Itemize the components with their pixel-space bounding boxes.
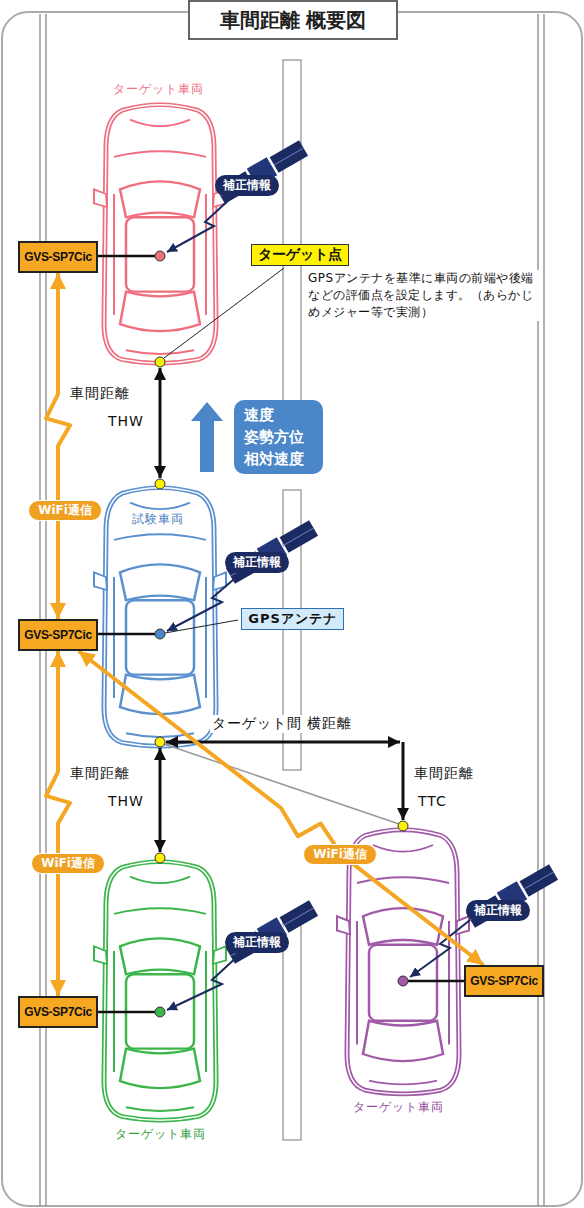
label-text: ターゲット間 横距離	[212, 715, 352, 731]
label-text: THW	[108, 793, 144, 809]
node-text: 補正情報	[233, 934, 281, 951]
node-text: GVS-SP7Cic	[24, 250, 92, 264]
label-text: 車間距離	[70, 765, 130, 781]
correction-badge: 補正情報	[225, 932, 289, 953]
label-text: ターゲット車両	[353, 1100, 444, 1114]
gps-antenna-dot	[398, 976, 408, 986]
correction-signal	[167, 954, 240, 1010]
label-text: THW	[108, 413, 144, 429]
node-text: ターゲット点	[258, 246, 342, 264]
label-text: GPSアンテナを基準に車両の前端や後端などの評価点を設定します。（あらかじめメジ…	[308, 271, 534, 319]
wifi-badge: WiFi通信	[31, 853, 105, 874]
distance-arrow	[159, 368, 162, 478]
target-car-red	[94, 105, 226, 364]
label-text: TTC	[418, 793, 447, 809]
road-frame	[2, 12, 582, 1206]
wifi-badge: WiFi通信	[303, 844, 377, 865]
distance-label: ターゲット間 横距離	[210, 715, 354, 733]
target-point-dot	[155, 737, 165, 747]
direction-arrow	[191, 402, 223, 472]
correction-badge: 補正情報	[466, 900, 530, 921]
distance-arrow	[159, 748, 162, 852]
label-text: 車間距離	[70, 385, 130, 401]
wifi-badge: WiFi通信	[28, 500, 102, 521]
antenna-cable	[96, 256, 466, 1012]
node-text: 補正情報	[223, 177, 271, 194]
correction-badge: 補正情報	[215, 175, 279, 196]
correction-signal	[167, 574, 240, 631]
note-text: GPSアンテナを基準に車両の前端や後端などの評価点を設定します。（あらかじめメジ…	[306, 270, 542, 321]
antenna-box: GPSアンテナ	[241, 608, 344, 630]
car-label: ターゲット車両	[111, 81, 206, 98]
leader-line	[164, 268, 284, 358]
node-text: GVS-SP7Cic	[470, 974, 538, 988]
gps-antenna-dot	[155, 251, 165, 261]
logger-box: GVS-SP7Cic	[18, 241, 98, 273]
node-text: 速度 姿勢方位 相対速度	[244, 404, 313, 470]
wifi-link	[46, 651, 70, 996]
target-point-dot	[155, 853, 165, 863]
distance-label: 車間距離	[68, 765, 132, 783]
center-marker	[283, 918, 301, 1140]
wifi-link	[79, 651, 484, 965]
title-box: 車間距離 概要図	[188, 0, 398, 40]
car-label: ターゲット車両	[351, 1099, 446, 1116]
test-car-blue	[94, 488, 226, 747]
satellite	[215, 138, 309, 205]
correction-signal	[167, 197, 232, 252]
logger-box: GVS-SP7Cic	[464, 965, 544, 997]
wifi-link	[46, 273, 70, 619]
target-point-dot	[155, 479, 165, 489]
label-text: ターゲット車両	[115, 1127, 206, 1141]
node-text: WiFi通信	[38, 502, 92, 519]
gps-antenna-dot	[155, 1007, 165, 1017]
distance-label: THW	[106, 413, 146, 429]
target-point-box: ターゲット点	[251, 244, 349, 266]
leader-line	[165, 620, 238, 633]
distance-label: THW	[106, 793, 146, 809]
node-text: GVS-SP7Cic	[24, 1005, 92, 1019]
measure-box: 速度 姿勢方位 相対速度	[234, 400, 323, 474]
distance-label: TTC	[416, 793, 449, 809]
title-text: 車間距離 概要図	[220, 7, 367, 34]
node-text: 補正情報	[474, 902, 522, 919]
target-point-dot	[155, 357, 165, 367]
car-label: 試験車両	[130, 511, 186, 528]
node-text: GVS-SP7Cic	[24, 628, 92, 642]
lane-line	[40, 14, 544, 1206]
distance-label: 車間距離	[412, 765, 476, 783]
node-text: 補正情報	[233, 554, 281, 571]
node-text: WiFi通信	[41, 855, 95, 872]
node-text: GPSアンテナ	[248, 610, 337, 628]
label-text: ターゲット車両	[113, 82, 204, 96]
satellite	[465, 862, 559, 929]
label-text: 試験車両	[132, 512, 184, 526]
distance-label: 車間距離	[68, 385, 132, 403]
car-label: ターゲット車両	[113, 1126, 208, 1143]
target-car-purple	[337, 830, 469, 1094]
logger-box: GVS-SP7Cic	[18, 996, 98, 1028]
target-point-dot	[398, 821, 408, 831]
correction-badge: 補正情報	[225, 552, 289, 573]
logger-box: GVS-SP7Cic	[18, 619, 98, 651]
label-text: 車間距離	[414, 765, 474, 781]
ttc-arrow	[402, 742, 405, 820]
node-text: WiFi通信	[313, 846, 367, 863]
gps-antenna-dot	[155, 629, 165, 639]
lateral-arrow	[166, 741, 400, 744]
